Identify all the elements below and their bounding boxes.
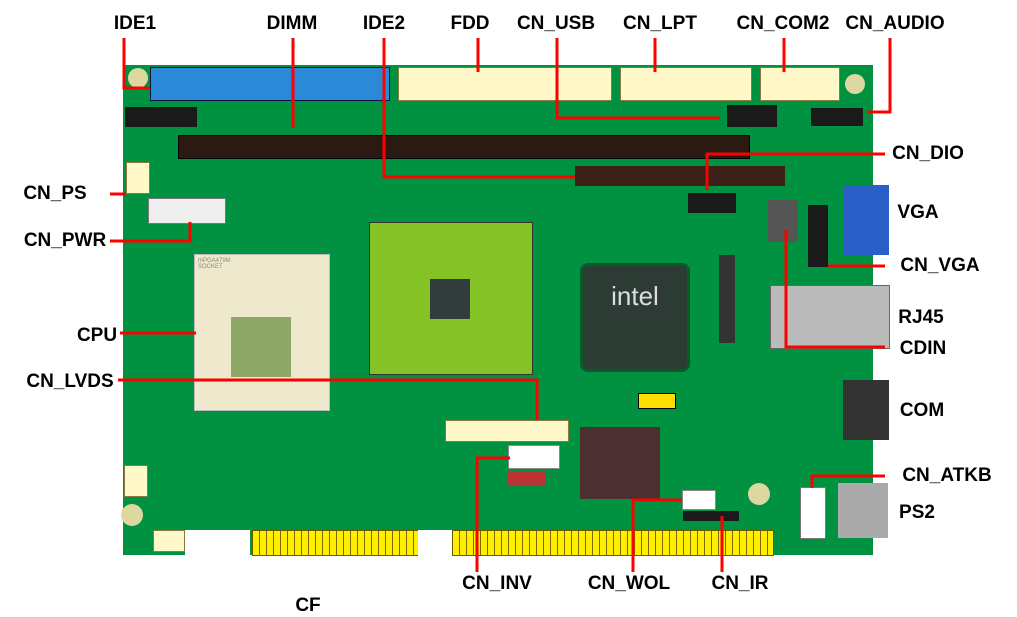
gold-fingers <box>452 530 774 556</box>
ir-header <box>683 511 739 521</box>
vga-header <box>808 205 828 267</box>
label-cf: CF <box>295 595 321 616</box>
leader-cn-audio <box>868 38 892 114</box>
pwr-connector <box>148 198 226 224</box>
lpt-connector <box>620 67 752 101</box>
mount-hole <box>121 504 143 526</box>
ps-connector <box>126 162 150 194</box>
label-cn-dio: CN_DIO <box>892 143 964 164</box>
label-cn-atkb: CN_ATKB <box>902 465 992 486</box>
vga-port <box>843 185 889 255</box>
socket-label: mPGA479M SOCKET <box>198 258 231 270</box>
label-cn-com2: CN_COM2 <box>736 13 830 34</box>
label-cn-wol: CN_WOL <box>587 573 671 594</box>
label-cn-ir: CN_IR <box>711 573 769 594</box>
board-cutout <box>185 530 250 556</box>
jumper <box>638 393 676 409</box>
fdd-connector <box>398 67 612 101</box>
leader-cn-usb <box>555 38 720 120</box>
label-ps2: PS2 <box>899 502 935 523</box>
board-cutout <box>418 530 452 556</box>
leader-ide2 <box>382 38 575 179</box>
cdin-connector <box>768 200 798 242</box>
chipset-module <box>369 222 533 375</box>
mount-hole <box>748 483 770 505</box>
leader-ide1 <box>122 38 150 90</box>
com2-connector <box>760 67 840 101</box>
label-cn-vga: CN_VGA <box>900 255 980 276</box>
label-cdin: CDIN <box>899 338 947 359</box>
mount-hole <box>845 74 865 94</box>
dimm-slot <box>178 135 750 159</box>
label-cn-lvds: CN_LVDS <box>26 371 114 392</box>
leader-cn-wol <box>631 498 682 572</box>
label-ide2: IDE2 <box>362 13 406 34</box>
label-cn-ps: CN_PS <box>23 183 87 204</box>
usb-header <box>727 105 777 127</box>
label-rj45: RJ45 <box>898 307 944 328</box>
label-cn-pwr: CN_PWR <box>23 230 107 251</box>
leader-cdin <box>784 230 885 349</box>
ide2-connector <box>575 166 785 186</box>
label-cn-lpt: CN_LPT <box>623 13 697 34</box>
gold-fingers <box>252 530 419 556</box>
mount-hole <box>128 68 148 88</box>
dio-header <box>688 193 736 213</box>
label-cn-inv: CN_INV <box>462 573 532 594</box>
leader-cn-pwr <box>110 222 192 243</box>
jumper <box>508 472 546 486</box>
rj45-port <box>770 285 890 349</box>
small-connector <box>124 465 148 497</box>
label-vga: VGA <box>897 202 939 223</box>
small-connector <box>153 530 185 552</box>
com-port <box>843 380 889 440</box>
cpu-socket: mPGA479M SOCKET <box>194 254 330 411</box>
leader-lines <box>110 38 892 572</box>
inv-connector <box>508 445 560 469</box>
label-cn-audio: CN_AUDIO <box>845 13 945 34</box>
label-fdd: FDD <box>450 13 490 34</box>
lvds-connector <box>445 420 569 442</box>
leader-cn-inv <box>475 456 510 572</box>
label-com: COM <box>899 400 945 421</box>
intel-logo: intel <box>611 281 659 311</box>
leader-cn-dio <box>705 152 885 190</box>
label-cpu: CPU <box>76 325 118 346</box>
leader-cn-atkb <box>810 474 885 488</box>
label-cn-usb: CN_USB <box>516 13 596 34</box>
sodimm-slot <box>719 255 735 343</box>
audio-header <box>811 108 863 126</box>
ps2-port <box>838 483 888 538</box>
leader-cn-lvds <box>118 378 539 420</box>
ide1-connector <box>150 67 390 101</box>
jumper-header <box>125 107 197 127</box>
label-dimm: DIMM <box>266 13 318 34</box>
wol-connector <box>682 490 716 510</box>
intel-chip: intel <box>580 263 690 372</box>
plcc-chip <box>580 427 660 499</box>
label-ide1: IDE1 <box>113 13 157 34</box>
